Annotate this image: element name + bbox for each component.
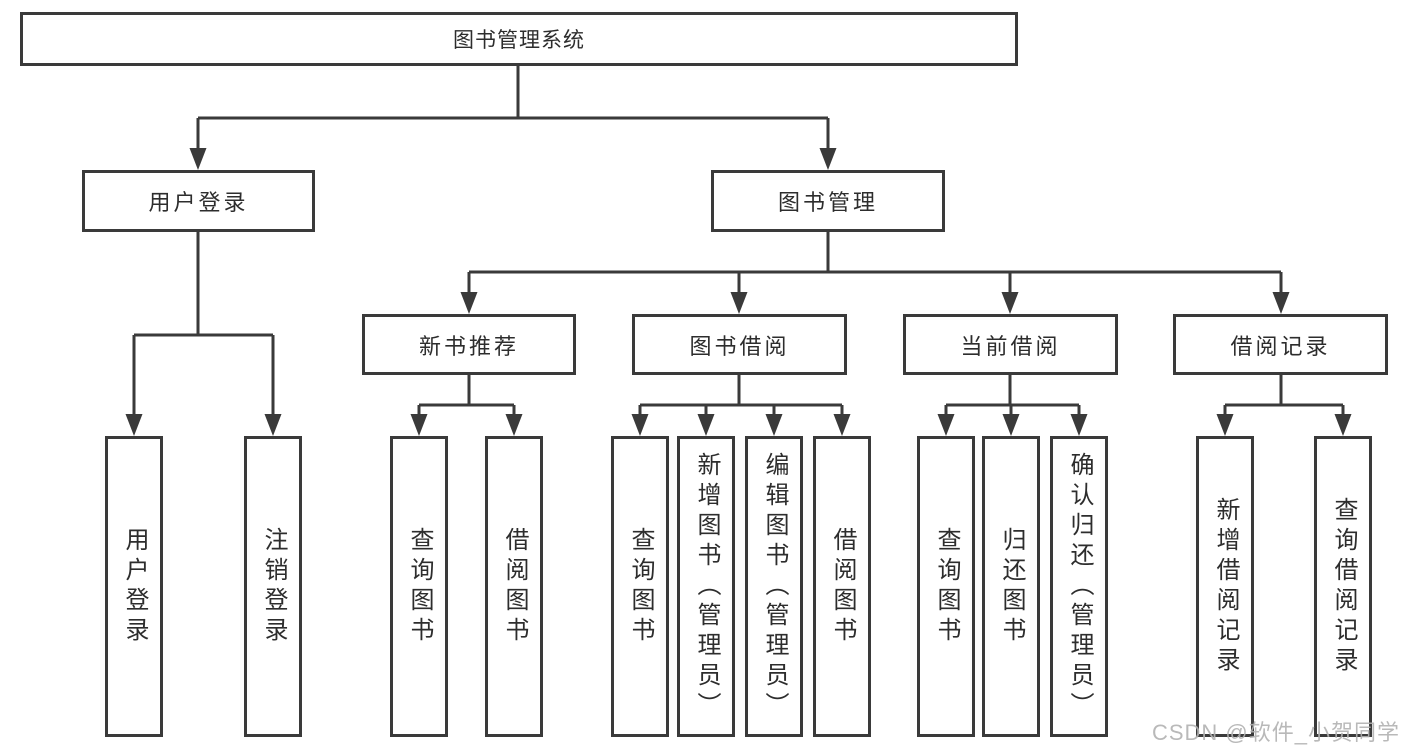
leaf-borrow-books-label: 借阅图书 [501, 526, 528, 647]
leaf-borrow-books: 借阅图书 [813, 436, 871, 737]
leaf-query-books: 查询图书 [917, 436, 975, 737]
leaf-return-books: 归还图书 [982, 436, 1040, 737]
node-borrow-records: 借阅记录 [1173, 314, 1388, 375]
node-current-borrow-label: 当前借阅 [960, 333, 1061, 359]
leaf-query-books-label: 查询图书 [933, 526, 960, 647]
leaf-query-books: 查询图书 [611, 436, 669, 737]
leaf-borrow-books: 借阅图书 [485, 436, 543, 737]
leaf-logout: 注销登录 [244, 436, 302, 737]
arrowheads [125, 148, 1352, 436]
node-user-login-label: 用户登录 [148, 190, 249, 215]
leaf-add-books-admin: 新增图书（管理员） [677, 436, 735, 737]
leaf-add-borrow-record: 新增借阅记录 [1196, 436, 1254, 737]
leaf-query-borrow-record-label: 查询借阅记录 [1330, 496, 1357, 677]
node-borrow-records-label: 借阅记录 [1230, 333, 1331, 359]
leaf-query-books-label: 查询图书 [627, 526, 654, 647]
node-current-borrow: 当前借阅 [903, 314, 1118, 375]
leaf-query-books-label: 查询图书 [406, 526, 433, 647]
leaf-edit-books-admin: 编辑图书（管理员） [745, 436, 803, 737]
leaf-user-login-label: 用户登录 [121, 526, 148, 647]
node-book-borrow-label: 图书借阅 [689, 333, 790, 359]
node-system: 图书管理系统 [20, 12, 1018, 66]
leaf-borrow-books-label: 借阅图书 [829, 526, 856, 647]
leaf-confirm-return-admin-label: 确认归还（管理员） [1066, 451, 1093, 722]
node-book-management-label: 图书管理 [777, 190, 878, 215]
node-book-management: 图书管理 [711, 170, 945, 232]
leaf-logout-label: 注销登录 [260, 526, 287, 647]
node-user-login: 用户登录 [82, 170, 315, 232]
leaf-add-books-admin-label: 新增图书（管理员） [693, 451, 720, 722]
node-new-book-recommend-label: 新书推荐 [418, 333, 519, 359]
leaf-user-login: 用户登录 [105, 436, 163, 737]
leaf-query-borrow-record: 查询借阅记录 [1314, 436, 1372, 737]
node-system-label: 图书管理系统 [453, 29, 585, 52]
watermark-text: CSDN @软件_小贺同学 [1151, 720, 1400, 745]
node-new-book-recommend: 新书推荐 [362, 314, 576, 375]
node-book-borrow: 图书借阅 [632, 314, 847, 375]
leaf-query-books: 查询图书 [390, 436, 448, 737]
leaf-add-borrow-record-label: 新增借阅记录 [1212, 496, 1239, 677]
leaf-confirm-return-admin: 确认归还（管理员） [1050, 436, 1108, 737]
leaf-return-books-label: 归还图书 [998, 526, 1025, 647]
leaf-edit-books-admin-label: 编辑图书（管理员） [761, 451, 788, 722]
